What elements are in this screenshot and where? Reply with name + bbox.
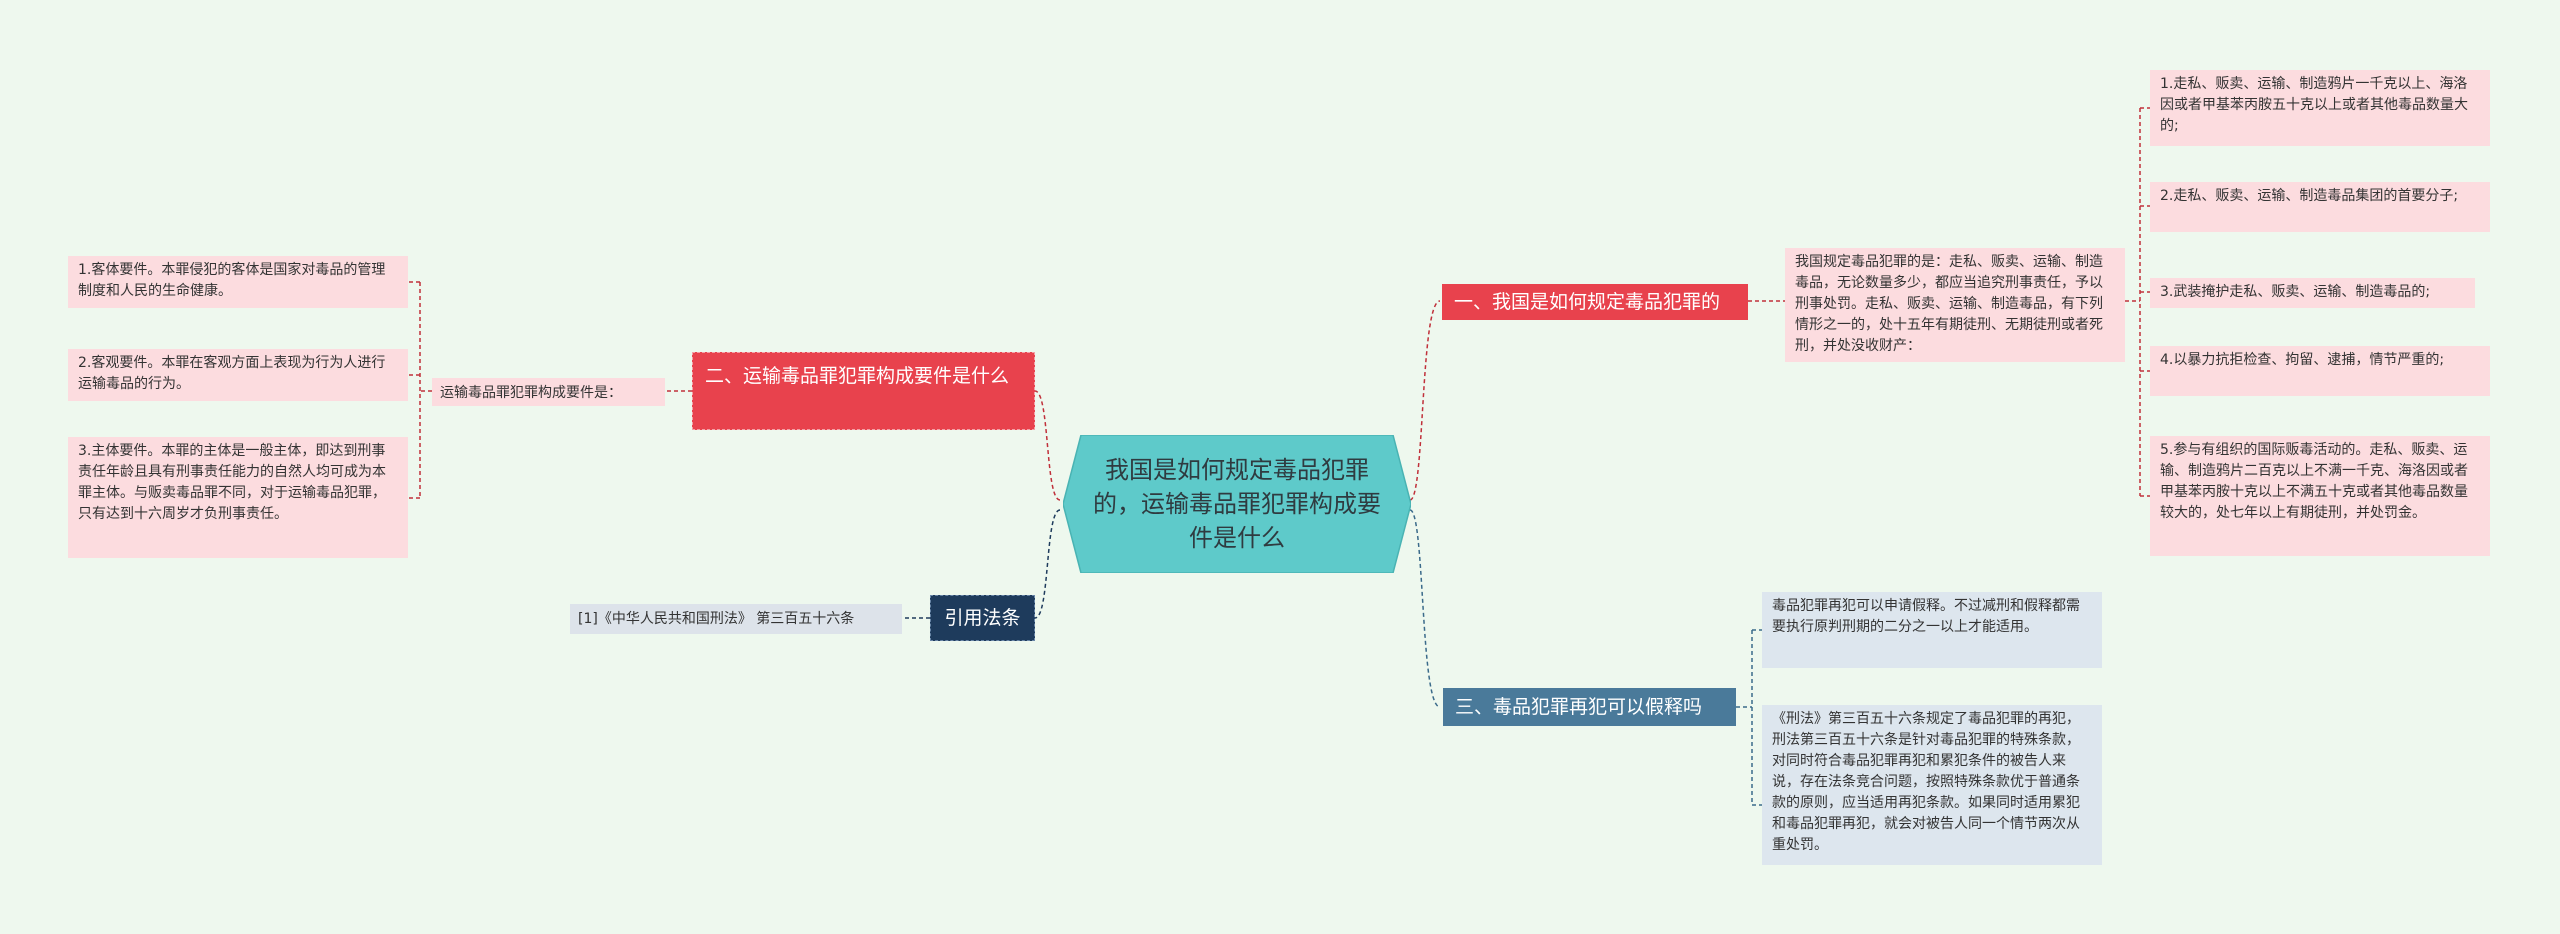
- branch-1-item-3[interactable]: 3.武装掩护走私、贩卖、运输、制造毒品的;: [2150, 278, 2475, 308]
- branch-3-title[interactable]: 三、毒品犯罪再犯可以假释吗: [1443, 688, 1736, 726]
- branch-1-item-5[interactable]: 5.参与有组织的国际贩毒活动的。走私、贩卖、运输、制造鸦片二百克以上不满一千克、…: [2150, 436, 2490, 556]
- branch-3-item-2[interactable]: 《刑法》第三百五十六条规定了毒品犯罪的再犯，刑法第三百五十六条是针对毒品犯罪的特…: [1762, 705, 2102, 865]
- branch-2-label[interactable]: 运输毒品罪犯罪构成要件是：: [432, 378, 665, 406]
- branch-2-item-3[interactable]: 3.主体要件。本罪的主体是一般主体，即达到刑事责任年龄且具有刑事责任能力的自然人…: [68, 437, 408, 558]
- branch-4-item-1[interactable]: [1]《中华人民共和国刑法》 第三百五十六条: [570, 604, 902, 634]
- branch-1-item-1[interactable]: 1.走私、贩卖、运输、制造鸦片一千克以上、海洛因或者甲基苯丙胺五十克以上或者其他…: [2150, 70, 2490, 146]
- branch-1-summary[interactable]: 我国规定毒品犯罪的是：走私、贩卖、运输、制造毒品，无论数量多少，都应当追究刑事责…: [1785, 248, 2125, 362]
- branch-2-item-1[interactable]: 1.客体要件。本罪侵犯的客体是国家对毒品的管理制度和人民的生命健康。: [68, 256, 408, 308]
- branch-4-title[interactable]: 引用法条: [930, 595, 1035, 641]
- branch-1-item-2[interactable]: 2.走私、贩卖、运输、制造毒品集团的首要分子;: [2150, 182, 2490, 232]
- branch-2-title[interactable]: 二、运输毒品罪犯罪构成要件是什么: [692, 352, 1035, 430]
- branch-2-item-2[interactable]: 2.客观要件。本罪在客观方面上表现为行为人进行运输毒品的行为。: [68, 349, 408, 401]
- branch-3-item-1[interactable]: 毒品犯罪再犯可以申请假释。不过减刑和假释都需要执行原判刑期的二分之一以上才能适用…: [1762, 592, 2102, 668]
- branch-1-item-4[interactable]: 4.以暴力抗拒检查、拘留、逮捕，情节严重的;: [2150, 346, 2490, 396]
- branch-1-title[interactable]: 一、我国是如何规定毒品犯罪的: [1442, 284, 1748, 320]
- central-topic-shape: [1063, 435, 1411, 573]
- central-topic-text: 我国是如何规定毒品犯罪的，运输毒品罪犯罪构成要件是什么: [1093, 456, 1381, 552]
- central-topic[interactable]: 我国是如何规定毒品犯罪的，运输毒品罪犯罪构成要件是什么: [1063, 435, 1411, 573]
